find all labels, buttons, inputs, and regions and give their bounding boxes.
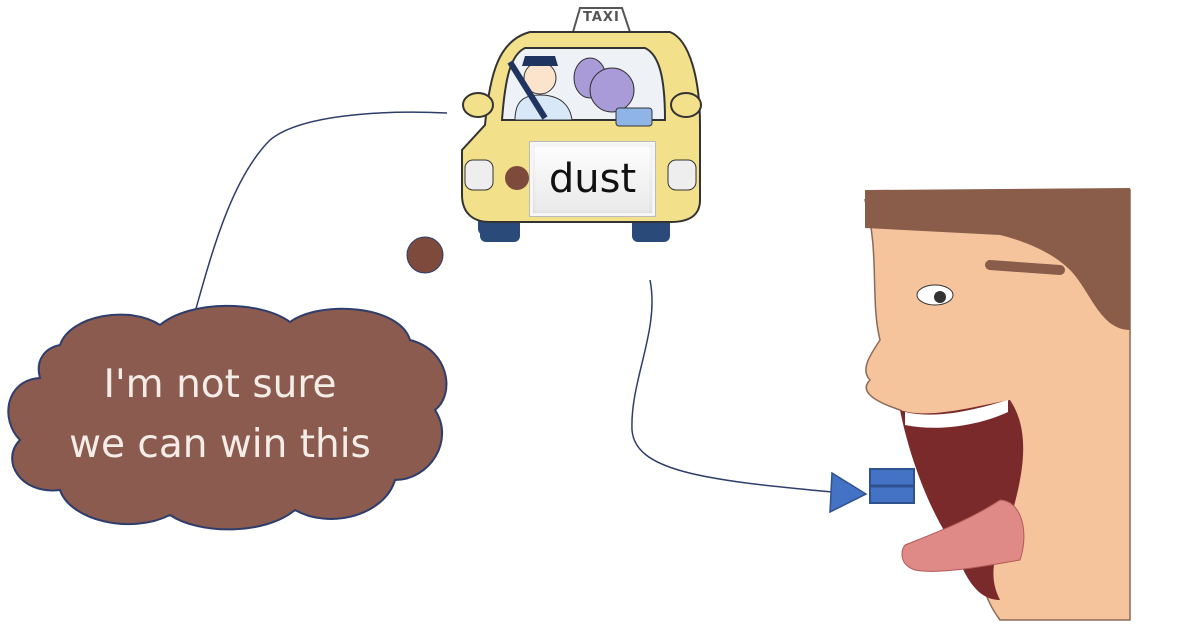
connector-line-cloud-to-taxi — [194, 111, 448, 313]
triangle-arrow-icon — [829, 471, 868, 514]
cloud-text-line-2: we can win this — [69, 422, 371, 467]
open-mouth-face — [864, 188, 1131, 621]
dust-label: dust — [548, 156, 637, 202]
cloud-text-line-1: I'm not sure — [103, 362, 337, 407]
taxi-roof-sign: TAXI — [583, 10, 620, 25]
thought-cloud — [7, 304, 448, 531]
connector-line-taxi-to-mouth — [631, 279, 833, 493]
dust-sign: dust — [529, 141, 656, 217]
thought-bubble-dot — [406, 236, 444, 274]
thought-bubble-dot-small — [505, 166, 529, 190]
